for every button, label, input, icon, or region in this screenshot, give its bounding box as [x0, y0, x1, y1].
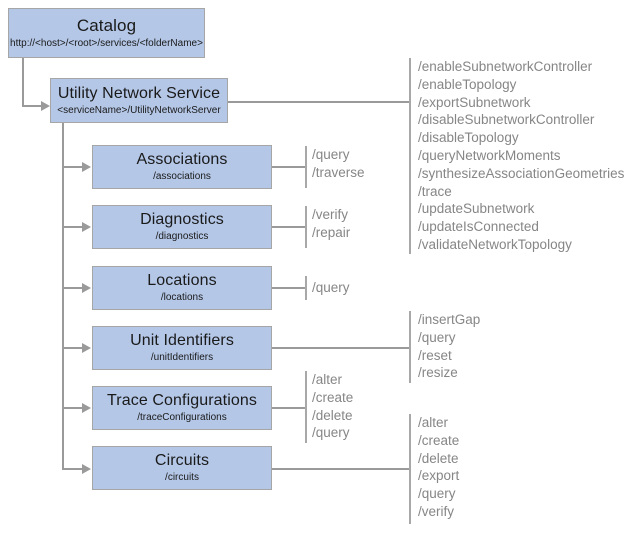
operation-item: /resize [418, 365, 458, 381]
operations-bar-service [409, 58, 411, 254]
connector-service-trunk [62, 123, 64, 469]
node-circuits-path: /circuits [165, 472, 199, 483]
operation-item: /query [312, 280, 350, 295]
operations-bar-trace-configurations [305, 371, 307, 443]
arrowhead-catalog-to-service [41, 101, 50, 111]
node-utility-network-service-path: <serviceName>/UtilityNetworkServer [57, 104, 221, 116]
operation-item: /alter [312, 372, 343, 387]
operation-item: /create [418, 432, 460, 448]
node-diagnostics[interactable]: Diagnostics /diagnostics [92, 205, 272, 249]
node-circuits[interactable]: Circuits /circuits [92, 446, 272, 490]
operation-item: /updateIsConnected [418, 219, 539, 235]
operation-item: /reset [418, 347, 452, 363]
node-catalog[interactable]: Catalog http://<host>/<root>/services/<f… [8, 8, 205, 58]
node-locations[interactable]: Locations /locations [92, 266, 272, 310]
operation-item: /synthesizeAssociationGeometries [418, 165, 625, 181]
connector-locations-to-operations [272, 287, 306, 289]
node-locations-path: /locations [160, 292, 204, 303]
node-trace-configurations-title: Trace Configurations [107, 392, 257, 409]
operations-bar-associations [305, 146, 307, 188]
connector-service-to-diagnostics [62, 226, 83, 228]
node-unit-identifiers[interactable]: Unit Identifiers /unitIdentifiers [92, 326, 272, 370]
operations-bar-unit-identifiers [409, 311, 411, 383]
connector-service-to-associations [62, 166, 83, 168]
arrowhead-associations [82, 162, 91, 172]
operation-item: /verify [418, 503, 455, 519]
node-catalog-title: Catalog [76, 15, 137, 35]
operation-item: /repair [312, 224, 351, 240]
operations-list-unit-identifiers: /insertGap/query/reset/resize [418, 311, 480, 382]
operation-item: /query [312, 425, 350, 441]
node-associations[interactable]: Associations /associations [92, 145, 272, 189]
connector-service-to-locations [62, 287, 83, 289]
operation-item: /delete [418, 450, 459, 466]
operation-item: /exportSubnetwork [418, 94, 531, 110]
operations-bar-diagnostics [305, 206, 307, 248]
connector-service-to-trace-configurations [62, 407, 83, 409]
operation-item: /query [418, 486, 456, 502]
operation-item: /enableSubnetworkController [418, 59, 593, 74]
operation-item: /disableTopology [418, 130, 519, 146]
operation-item: /trace [418, 183, 452, 199]
node-unit-identifiers-title: Unit Identifiers [130, 332, 234, 349]
connector-catalog-to-service [22, 105, 42, 107]
connector-catalog-trunk [22, 58, 24, 106]
node-diagnostics-path: /diagnostics [155, 231, 209, 242]
arrowhead-diagnostics [82, 222, 91, 232]
operations-list-diagnostics: /verify/repair [312, 206, 350, 242]
operations-list-locations: /query [312, 279, 350, 297]
arrowhead-trace-configurations [82, 403, 91, 413]
arrowhead-unit-identifiers [82, 343, 91, 353]
operation-item: /traverse [312, 164, 365, 180]
connector-service-to-circuits [62, 468, 83, 470]
operation-item: /validateNetworkTopology [418, 236, 572, 252]
node-catalog-path: http://<host>/<root>/services/<folderNam… [10, 37, 203, 49]
operations-list-associations: /query/traverse [312, 146, 365, 182]
node-trace-configurations-path: /traceConfigurations [137, 412, 227, 423]
operations-list-service: /enableSubnetworkController/enableTopolo… [418, 58, 624, 254]
operation-item: /insertGap [418, 312, 481, 327]
node-unit-identifiers-path: /unitIdentifiers [150, 352, 214, 363]
operations-bar-locations [305, 276, 307, 300]
operations-list-trace-configurations: /alter/create/delete/query [312, 371, 353, 442]
arrowhead-locations [82, 283, 91, 293]
operations-list-circuits: /alter/create/delete/export/query/verify [418, 414, 459, 521]
connector-diagnostics-to-operations [272, 226, 306, 228]
connector-service-to-unit-identifiers [62, 347, 83, 349]
operation-item: /query [418, 329, 456, 345]
operation-item: /export [418, 468, 460, 484]
node-associations-title: Associations [136, 151, 228, 168]
node-locations-title: Locations [147, 272, 217, 289]
node-utility-network-service-title: Utility Network Service [57, 84, 221, 102]
connector-trace-configurations-to-operations [272, 407, 306, 409]
connector-circuits-to-operations [272, 468, 411, 470]
node-circuits-title: Circuits [154, 452, 210, 469]
node-utility-network-service[interactable]: Utility Network Service <serviceName>/Ut… [50, 78, 228, 123]
node-associations-path: /associations [153, 171, 211, 182]
operation-item: /alter [418, 415, 449, 430]
operation-item: /query [312, 147, 350, 162]
operation-item: /enableTopology [418, 76, 517, 92]
connector-associations-to-operations [272, 166, 306, 168]
connector-service-to-operations [228, 101, 410, 103]
operation-item: /disableSubnetworkController [418, 112, 595, 128]
connector-unit-identifiers-to-operations [272, 347, 411, 349]
operation-item: /verify [312, 207, 349, 222]
operation-item: /updateSubnetwork [418, 201, 535, 217]
node-trace-configurations[interactable]: Trace Configurations /traceConfiguration… [92, 386, 272, 430]
arrowhead-circuits [82, 464, 91, 474]
operations-bar-circuits [409, 414, 411, 524]
node-diagnostics-title: Diagnostics [140, 211, 224, 228]
operation-item: /create [312, 389, 354, 405]
operation-item: /delete [312, 407, 353, 423]
operation-item: /queryNetworkMoments [418, 147, 561, 163]
